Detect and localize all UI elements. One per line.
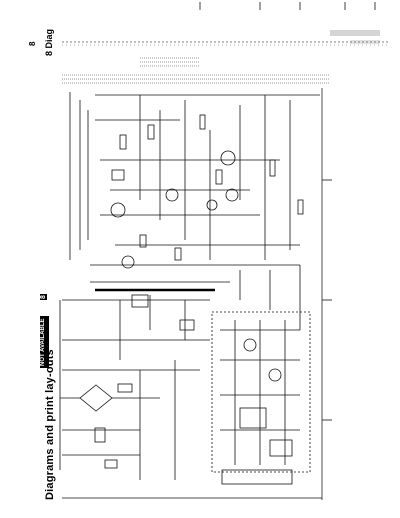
model-label: NOT AVAILABLE xyxy=(40,318,46,366)
bridge-rectifier-icon xyxy=(60,384,160,412)
scan-noise xyxy=(330,30,380,44)
parts-legend xyxy=(62,57,330,84)
model-badge xyxy=(40,316,49,368)
page-label: 8 xyxy=(28,41,37,46)
transistor-icon xyxy=(110,150,239,269)
ic-block xyxy=(211,311,311,473)
component-icon xyxy=(111,114,304,261)
